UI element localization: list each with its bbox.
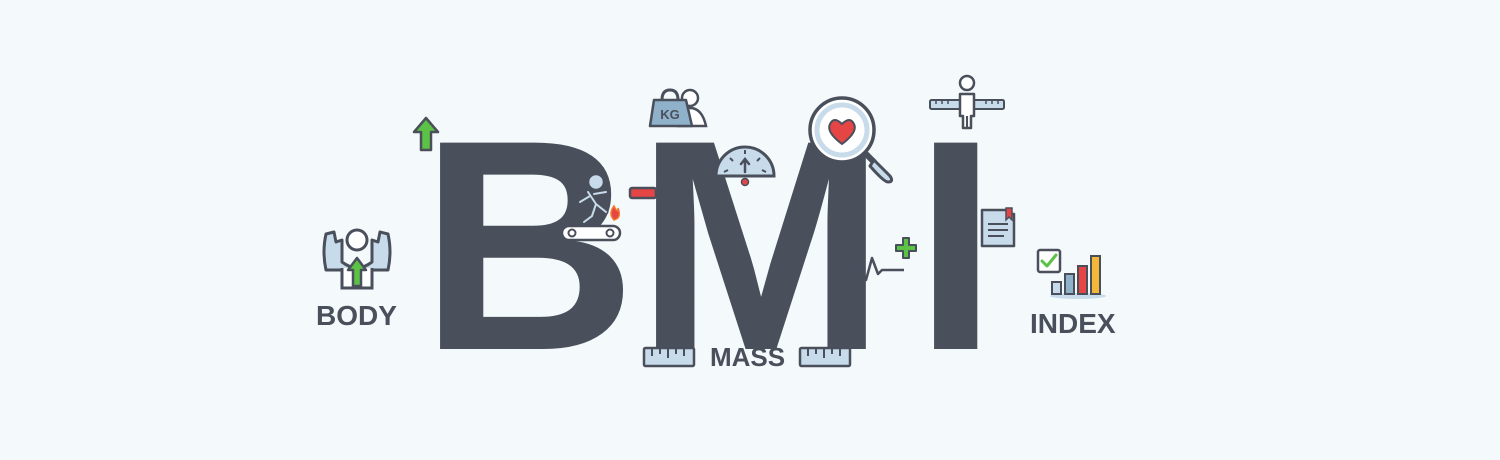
weight-kg-icon: KG: [648, 88, 708, 128]
plus-icon: [895, 237, 917, 259]
person-measure-icon: [929, 74, 1005, 130]
scale-gauge-icon: [714, 145, 776, 187]
word-index: INDEX: [1030, 308, 1116, 339]
treadmill-runner-icon: [556, 172, 622, 242]
document-icon: [980, 207, 1016, 248]
heartbeat-line-icon: [842, 256, 904, 282]
word-body: BODY: [316, 300, 397, 331]
magnifier-heart-icon: [808, 96, 894, 184]
kg-label: KG: [660, 107, 680, 122]
minus-icon: [628, 186, 658, 200]
bar-chart-icon: [1050, 255, 1106, 299]
ruler-icon: [642, 346, 696, 368]
ruler-icon: [798, 346, 852, 368]
checkbox-icon: [1036, 248, 1062, 274]
green-up-arrow-icon: [412, 116, 440, 152]
letter-b: B: [420, 77, 637, 413]
word-mass: MASS: [710, 342, 786, 372]
strong-body-icon: [322, 228, 392, 290]
